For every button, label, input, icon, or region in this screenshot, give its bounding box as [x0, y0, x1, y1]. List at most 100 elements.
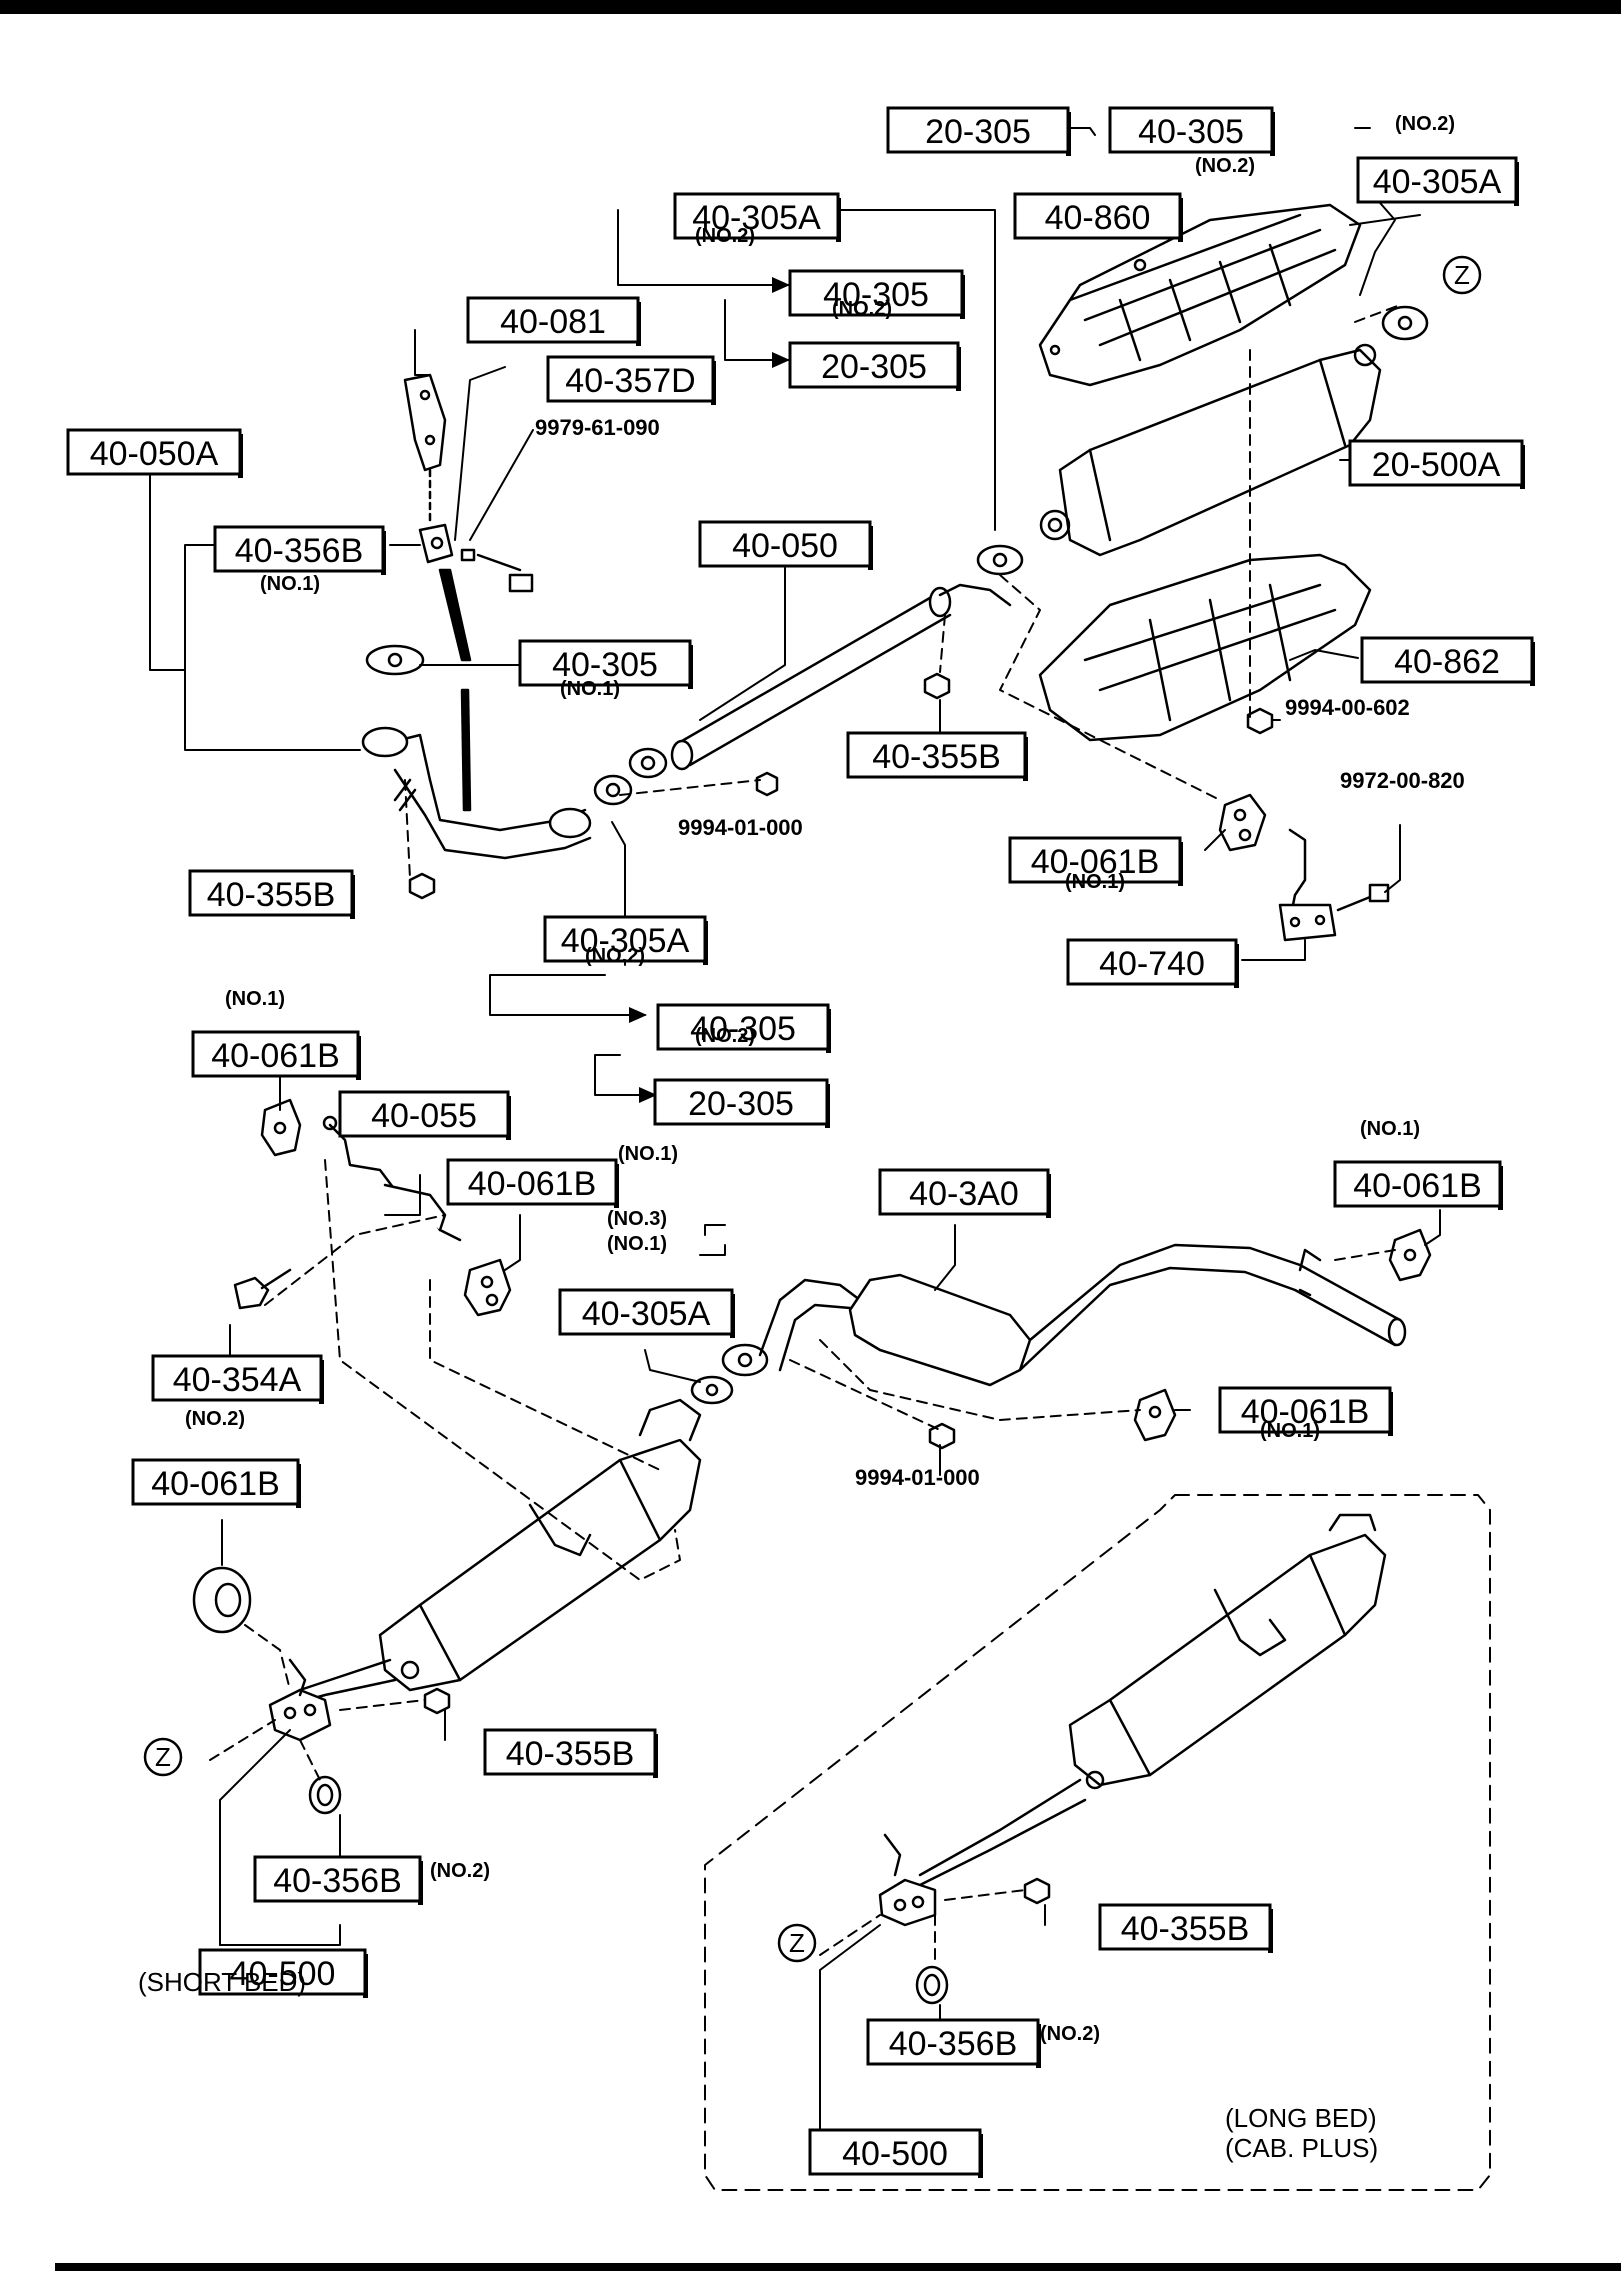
- svg-text:40-081: 40-081: [500, 303, 606, 341]
- note-text: (NO.1): [1065, 871, 1125, 893]
- nut-40-355b-long: [1023, 1877, 1051, 1905]
- part-label-40-357d: 40-357D: [546, 355, 716, 405]
- note-text: (NO.2): [832, 298, 892, 320]
- svg-text:40-061B: 40-061B: [211, 1037, 340, 1075]
- note-text: (NO.2): [585, 945, 645, 967]
- svg-text:40-061B: 40-061B: [1241, 1393, 1370, 1431]
- svg-text:40-305: 40-305: [1138, 113, 1244, 151]
- svg-text:Z: Z: [789, 1928, 805, 1958]
- hanger-rubber-40-061b-left: [260, 1098, 302, 1157]
- hanger-rubber-40-356b: [418, 523, 454, 564]
- part-label-40-305: 40-305: [518, 639, 693, 689]
- part-label-40-050a: 40-050A: [66, 428, 243, 478]
- note-text: (NO.1): [607, 1233, 667, 1255]
- note-text: (NO.1): [260, 573, 320, 595]
- note-text: (CAB. PLUS): [1225, 2133, 1378, 2163]
- part-label-40-355b: 40-355B: [188, 869, 355, 919]
- nut-center: [923, 672, 951, 700]
- note-text: (NO.2): [695, 1025, 755, 1047]
- part-label-40-305: 40-305: [788, 269, 965, 319]
- svg-text:20-305: 20-305: [821, 348, 927, 386]
- part-label-40-356b: 40-356B: [866, 2018, 1041, 2068]
- nut-front: [408, 872, 436, 900]
- front-pipe: [361, 726, 592, 860]
- svg-text:40-061B: 40-061B: [468, 1165, 597, 1203]
- clamp-40-356b-long: [915, 1965, 949, 2005]
- svg-text:Z: Z: [1454, 260, 1470, 290]
- clamp-40-356b-short: [308, 1775, 342, 1815]
- note-text: (NO.1): [618, 1143, 678, 1165]
- svg-text:40-3A0: 40-3A0: [909, 1175, 1019, 1213]
- bolt-code: 9994-01-000: [678, 815, 803, 840]
- part-label-40-305a: 40-305A: [558, 1288, 735, 1338]
- nut-9994: [755, 771, 779, 797]
- bracket-40-081: [403, 373, 447, 522]
- bolt-9979: [460, 548, 534, 593]
- part-label-40-355b: 40-355B: [483, 1728, 658, 1778]
- note-text: (NO.2): [185, 1408, 245, 1430]
- part-label-40-061b: 40-061B: [1333, 1160, 1503, 1210]
- note-text: (NO.1): [1360, 1118, 1420, 1140]
- svg-text:40-061B: 40-061B: [151, 1465, 280, 1503]
- hanger-rubber-40-061b-right-rear: [1388, 1228, 1432, 1282]
- part-label-40-740: 40-740: [1066, 938, 1239, 988]
- note-text: (SHORT BED): [138, 1967, 306, 1997]
- part-label-40-305a: 40-305A: [673, 192, 841, 242]
- part-label-40-3a0: 40-3A0: [878, 1168, 1051, 1218]
- catalytic-converter: [1039, 343, 1382, 557]
- svg-text:40-356B: 40-356B: [235, 532, 364, 570]
- svg-text:40-357D: 40-357D: [565, 362, 695, 400]
- bolt-code: 9994-00-602: [1285, 695, 1410, 720]
- part-label-40-305a: 40-305A: [543, 915, 708, 965]
- gasket-z-upper: [1381, 305, 1429, 341]
- svg-text:40-061B: 40-061B: [1031, 843, 1160, 881]
- svg-text:40-305A: 40-305A: [561, 922, 690, 960]
- hanger-rubber-40-061b-no2: [192, 1566, 252, 1634]
- part-label-40-356b: 40-356B: [253, 1855, 423, 1905]
- svg-text:40-740: 40-740: [1099, 945, 1205, 983]
- svg-text:40-055: 40-055: [371, 1097, 477, 1135]
- hanger-rubber-40-061b-rear-mid: [1133, 1388, 1177, 1442]
- svg-text:40-305: 40-305: [552, 646, 658, 684]
- svg-text:40-500: 40-500: [230, 1955, 336, 1993]
- svg-text:40-050A: 40-050A: [90, 435, 219, 473]
- heat-insulator-upper: [1038, 203, 1362, 387]
- reference-mark-z: Z: [777, 1923, 817, 1963]
- note-text: (NO.1): [560, 678, 620, 700]
- part-label-40-055: 40-055: [338, 1090, 511, 1140]
- svg-text:40-862: 40-862: [1394, 643, 1500, 681]
- bottom-border-bar: [55, 2263, 1621, 2271]
- part-label-40-305: 40-305: [656, 1003, 831, 1053]
- gasket-40-305a-mid: [690, 1343, 769, 1405]
- part-label-40-862: 40-862: [1360, 636, 1535, 686]
- gasket-no1-left: [593, 747, 668, 806]
- part-label-40-355b: 40-355B: [846, 731, 1028, 781]
- part-label-40-354a: 40-354A: [151, 1354, 324, 1404]
- flange-gasket-front: [365, 644, 425, 676]
- note-text: (NO.2): [1040, 2023, 1100, 2045]
- svg-text:40-355B: 40-355B: [872, 738, 1001, 776]
- dashed-guides-long: [819, 1889, 1026, 1966]
- part-label-20-500a: 20-500A: [1348, 439, 1525, 489]
- main-muffler-40-500-short: [288, 1398, 702, 1707]
- svg-text:40-061B: 40-061B: [1353, 1167, 1482, 1205]
- part-label-40-081: 40-081: [466, 296, 641, 346]
- heat-insulator-lower: [1038, 553, 1372, 742]
- nut-9994-00-602: [1246, 707, 1274, 735]
- part-label-40-500: 40-500: [808, 2128, 983, 2178]
- part-label-40-061b: 40-061B: [1008, 836, 1183, 886]
- note-text: (NO.2): [695, 225, 755, 247]
- part-label-40-305a: 40-305A: [1356, 156, 1519, 206]
- note-text: (NO.2): [430, 1860, 490, 1882]
- nut-9994-mid: [928, 1422, 956, 1450]
- svg-text:40-355B: 40-355B: [506, 1735, 635, 1773]
- reference-mark-z: Z: [1442, 255, 1482, 295]
- part-label-40-305: 40-305: [1108, 106, 1275, 156]
- note-text: (NO.2): [1395, 113, 1455, 135]
- part-label-20-305: 20-305: [653, 1078, 830, 1128]
- svg-text:40-305: 40-305: [690, 1010, 796, 1048]
- svg-text:40-305: 40-305: [823, 276, 929, 314]
- svg-text:40-305A: 40-305A: [692, 199, 821, 237]
- part-label-40-061b: 40-061B: [131, 1458, 301, 1508]
